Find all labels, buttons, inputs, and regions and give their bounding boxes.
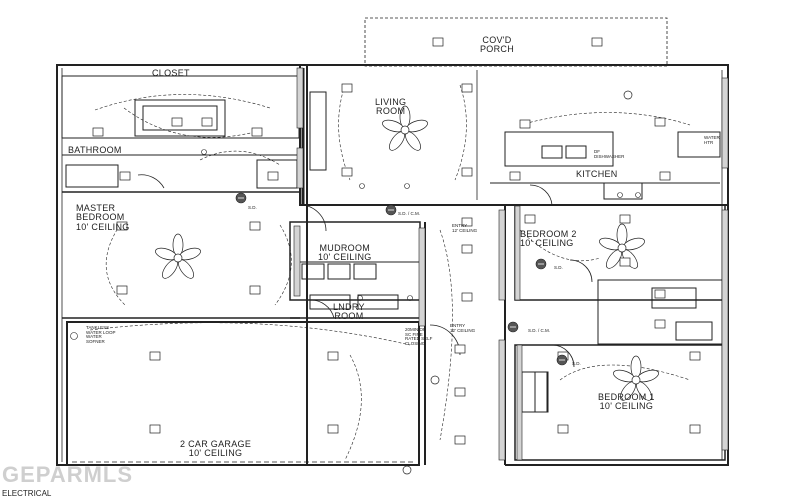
note-entry-ceiling-1: ENTRY 12' CEILING	[452, 223, 478, 233]
ceiling-fan-icon	[155, 105, 659, 401]
note-fire-door: 20MIN OR SC FIRE RATED SELF CLOSING	[405, 327, 433, 347]
label-bathroom: BATHROOM	[68, 145, 122, 155]
watermark: GEPARMLS	[2, 462, 134, 487]
note-smoke-detector-cm-2: S.D. / C.M.	[528, 328, 551, 333]
note-smoke-detector-1: S.D.	[248, 205, 257, 210]
label-bedroom-1: BEDROOM 1 10' CEILING	[598, 392, 655, 412]
outer-wall-main	[299, 64, 729, 206]
label-living-room: LIVING ROOM	[375, 97, 407, 117]
label-garage: 2 CAR GARAGE 10' CEILING	[180, 439, 252, 459]
label-mudroom: MUDROOM 10' CEILING	[318, 243, 372, 263]
hatched-wall	[296, 67, 304, 129]
light-fixture-icon	[92, 37, 701, 475]
note-water-heater: WATER HTR	[704, 135, 720, 145]
label-closet: CLOSET	[152, 68, 190, 78]
porch-outline	[364, 17, 668, 67]
footer-caption: ELECTRICAL	[2, 489, 52, 498]
note-smoke-detector-3: S.D.	[572, 361, 581, 366]
label-bedroom-2: BEDROOM 2 10' CEILING	[520, 229, 577, 249]
label-kitchen: KITCHEN	[576, 169, 618, 179]
note-smoke-detector-cm-1: S.D. / C.M.	[398, 211, 421, 216]
label-master-bedroom: MASTER BEDROOM 10' CEILING	[76, 203, 130, 232]
outer-wall-right	[505, 65, 729, 466]
label-covd-porch: COV'D PORCH	[480, 35, 515, 55]
note-tankless-water: TANKLESS WATER LOOP WATER SOFNER	[86, 325, 116, 345]
note-entry-ceiling-2: ENTRY 12' CEILING	[450, 323, 476, 333]
note-smoke-detector-2: S.D.	[554, 265, 563, 270]
outlet-icon	[70, 149, 641, 340]
label-laundry-room: LNDRY ROOM	[333, 302, 365, 322]
note-dishwasher: DF DISHWASHER	[594, 149, 625, 159]
